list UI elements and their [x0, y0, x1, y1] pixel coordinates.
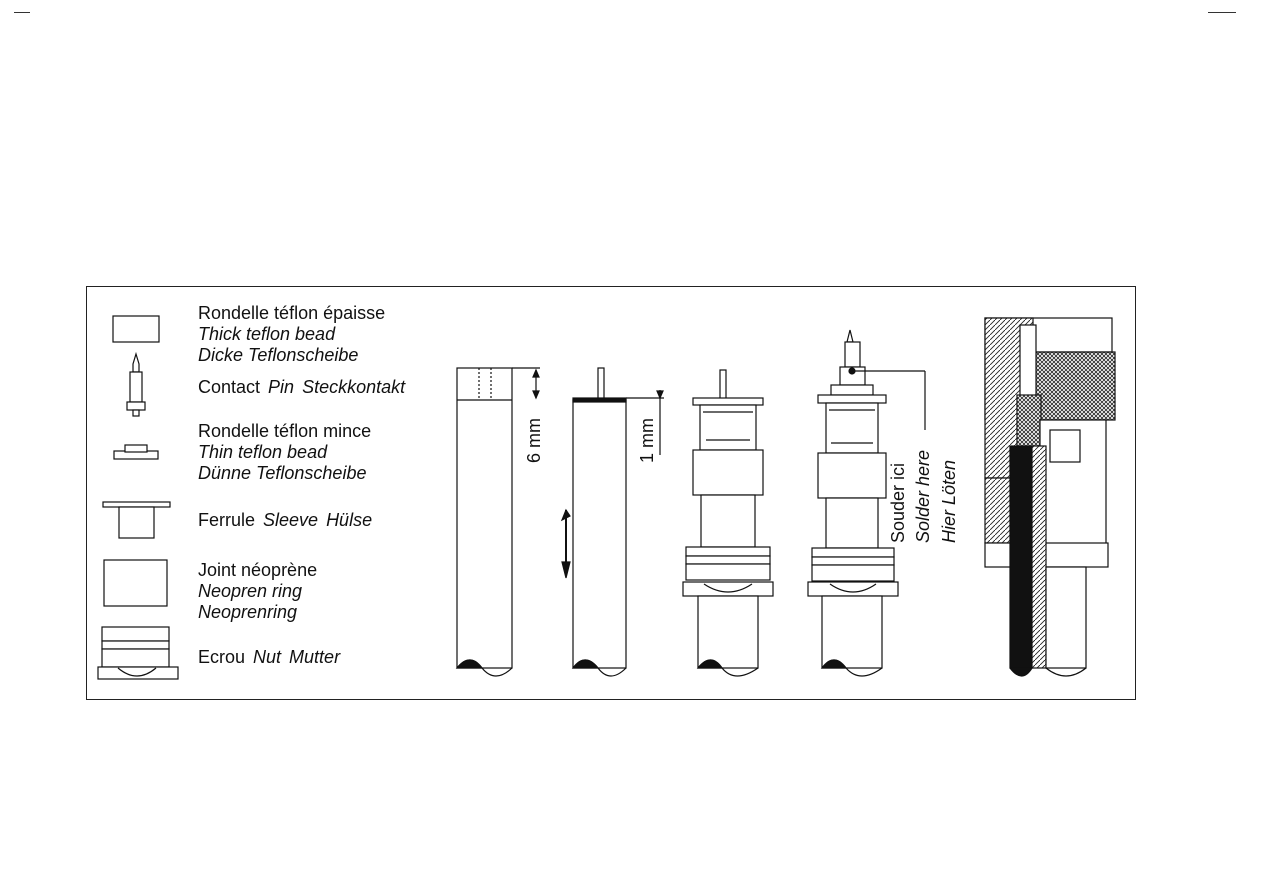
thin-bead-label: Rondelle téflon mince Thin teflon bead D…	[198, 421, 372, 483]
push-arrow	[560, 508, 571, 579]
solder-label-de: Hier Löten	[939, 459, 959, 543]
solder-label-en: Solder here	[913, 449, 933, 543]
neoprene-ring-icon	[103, 559, 168, 607]
solder-point-leader	[848, 367, 926, 430]
step1-cable-stripped	[455, 367, 513, 677]
nut-icon	[97, 626, 179, 680]
dim-1mm-arrow	[626, 390, 664, 455]
dim-1mm-label: 1 mm	[637, 418, 657, 463]
assembly-diagram-frame	[86, 286, 1136, 700]
dim-6mm-label: 6 mm	[524, 418, 544, 463]
neoprene-label: Joint néoprène Neopren ring Neoprenring	[198, 560, 318, 622]
thin-bead-icon	[113, 444, 159, 460]
contact-pin-icon	[126, 351, 146, 417]
step4-pin-soldering	[807, 329, 899, 677]
thick-bead-label: Rondelle téflon épaisse Thick teflon bea…	[198, 303, 386, 365]
thick-bead-icon	[112, 315, 160, 343]
scan-edge-mark-left	[14, 12, 30, 13]
scan-edge-mark-right	[1208, 12, 1236, 13]
ferrule-sleeve-icon	[102, 501, 171, 539]
step3-partial-assembly	[682, 369, 774, 677]
solder-label-fr: Souder ici	[888, 462, 908, 543]
step5-assembled-section	[984, 317, 1116, 677]
step2-cable-with-pin	[571, 367, 627, 677]
dim-6mm-arrow	[512, 367, 540, 400]
